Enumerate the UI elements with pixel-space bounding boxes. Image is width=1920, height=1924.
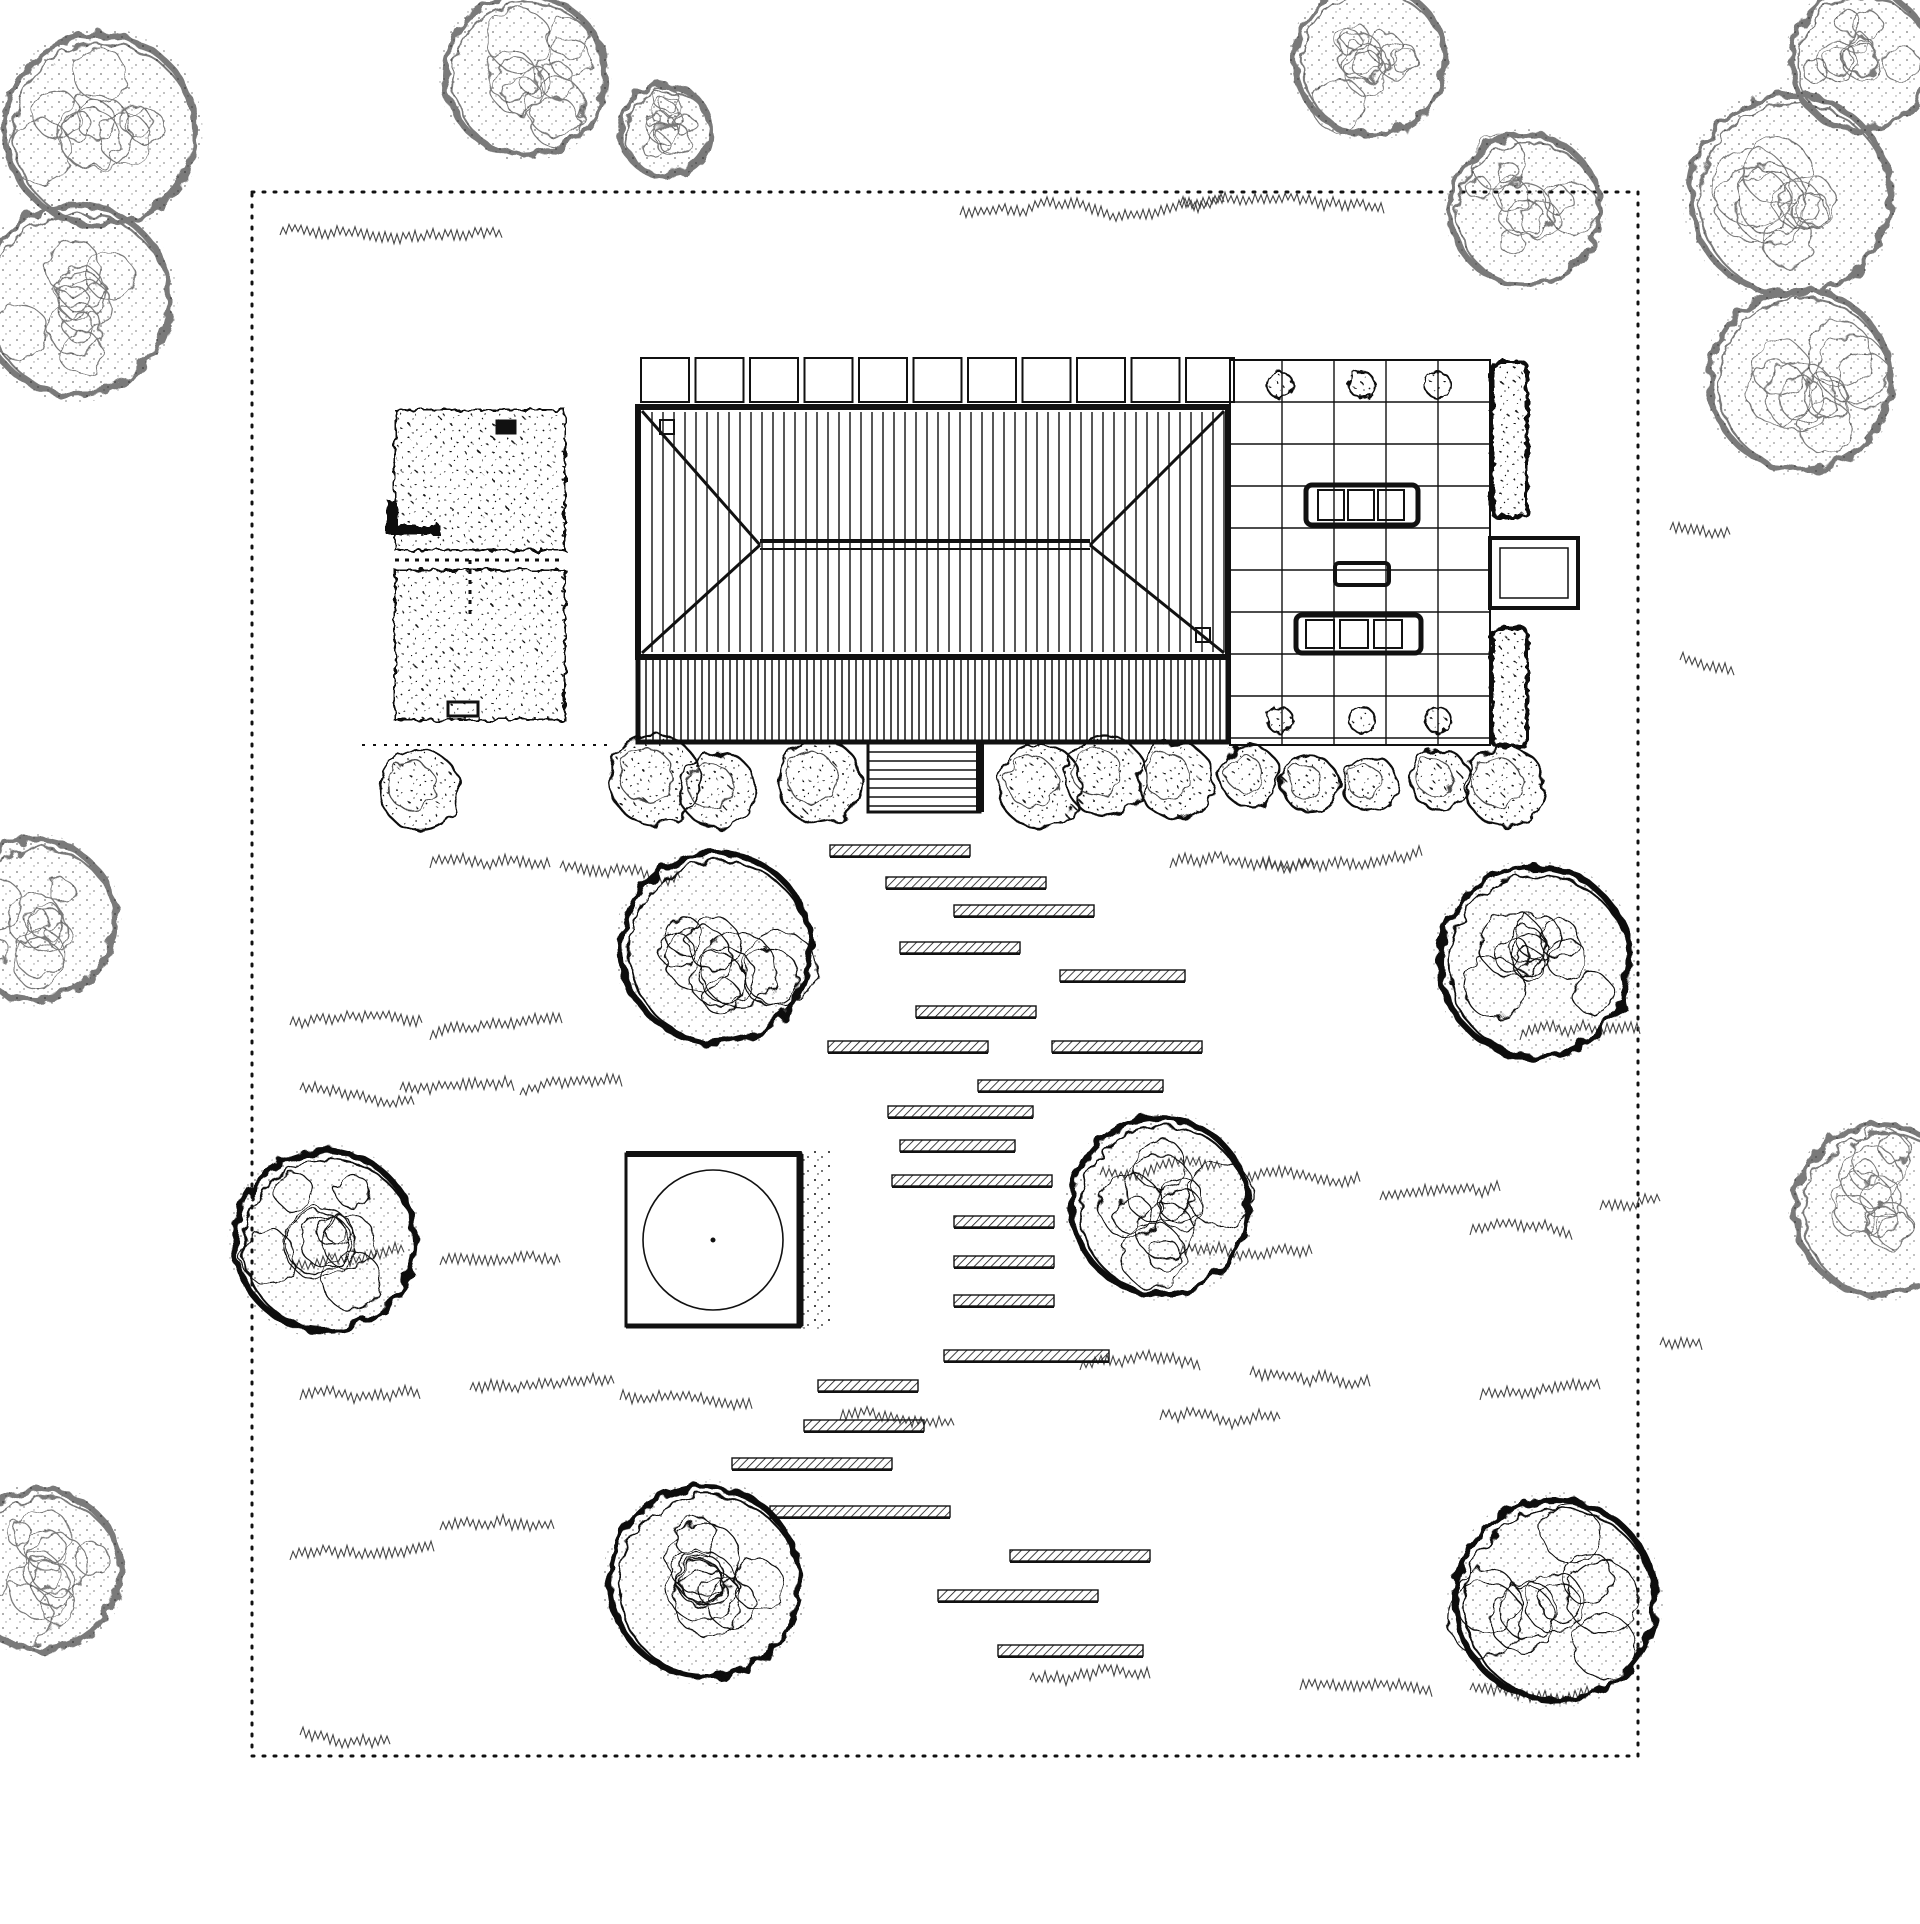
stepping-stone: [954, 1256, 1054, 1267]
patio-planters: [1267, 372, 1451, 733]
stepping-stone: [1060, 970, 1185, 981]
tree: [602, 1479, 807, 1684]
stepping-stone: [888, 1106, 1033, 1117]
shrub: [778, 740, 862, 824]
stepping-stone: [998, 1645, 1143, 1656]
stepping-stone: [818, 1380, 918, 1391]
stepping-stone: [732, 1458, 892, 1469]
tree: [0, 197, 178, 402]
shrub-border: [380, 735, 1545, 830]
bench-pair: [1306, 485, 1418, 525]
stepping-stone: [1010, 1550, 1150, 1561]
stepping-stone: [804, 1420, 924, 1431]
shrub: [1282, 756, 1338, 812]
stepping-stone: [916, 1006, 1036, 1017]
tree: [1065, 1111, 1255, 1301]
shrub: [680, 752, 756, 828]
tree: [1289, 0, 1451, 141]
stepping-stone: [944, 1350, 1109, 1361]
house-roof: [638, 407, 1228, 657]
planter: [1425, 707, 1451, 733]
stepping-stone: [954, 905, 1094, 916]
stepping-stone: [978, 1080, 1163, 1091]
eave-row: [641, 358, 1234, 402]
stepping-stone: [1052, 1041, 1202, 1052]
side-table: [1335, 563, 1389, 585]
tree: [228, 1144, 422, 1338]
stepping-stone: [892, 1175, 1052, 1186]
planter: [1349, 372, 1375, 398]
tree: [1432, 859, 1637, 1064]
stepping-stone: [900, 942, 1020, 953]
shrub: [1137, 742, 1213, 818]
stepping-stone: [886, 877, 1046, 888]
shrub: [1465, 746, 1545, 826]
patio: [1230, 360, 1578, 746]
shrub: [1410, 750, 1470, 810]
roof-boards: [652, 412, 1224, 652]
stepping-stone: [900, 1140, 1015, 1151]
tree: [613, 845, 818, 1050]
tree: [0, 1484, 126, 1657]
stepping-stone: [954, 1216, 1054, 1227]
deck-boards: [646, 660, 1220, 740]
tree: [1444, 129, 1606, 291]
planter: [1349, 707, 1375, 733]
shrub: [1342, 756, 1398, 812]
stepping-stone: [954, 1295, 1054, 1306]
bench-pair: [1296, 615, 1421, 653]
shrub: [1220, 746, 1280, 806]
fountain: [626, 1150, 830, 1330]
shrub: [1065, 736, 1145, 816]
front-steps: [868, 742, 980, 812]
tree: [439, 0, 612, 161]
planter: [1425, 372, 1451, 398]
planter: [1267, 707, 1293, 733]
shrub: [380, 750, 460, 830]
tree: [1788, 1118, 1920, 1302]
planter: [1267, 372, 1293, 398]
outer-trees: [0, 0, 1920, 1656]
tree: [0, 834, 121, 1007]
garden-trees: [228, 845, 1663, 1708]
garden-bed: [395, 570, 565, 720]
stepping-stone: [770, 1506, 950, 1517]
stepping-stone: [828, 1041, 988, 1052]
tree: [1447, 1492, 1663, 1708]
tree: [616, 81, 713, 178]
house: [638, 358, 1234, 812]
tree: [1703, 283, 1897, 477]
stepping-stone: [830, 845, 970, 856]
stepping-stone: [938, 1590, 1098, 1601]
garden-beds: [362, 362, 615, 745]
